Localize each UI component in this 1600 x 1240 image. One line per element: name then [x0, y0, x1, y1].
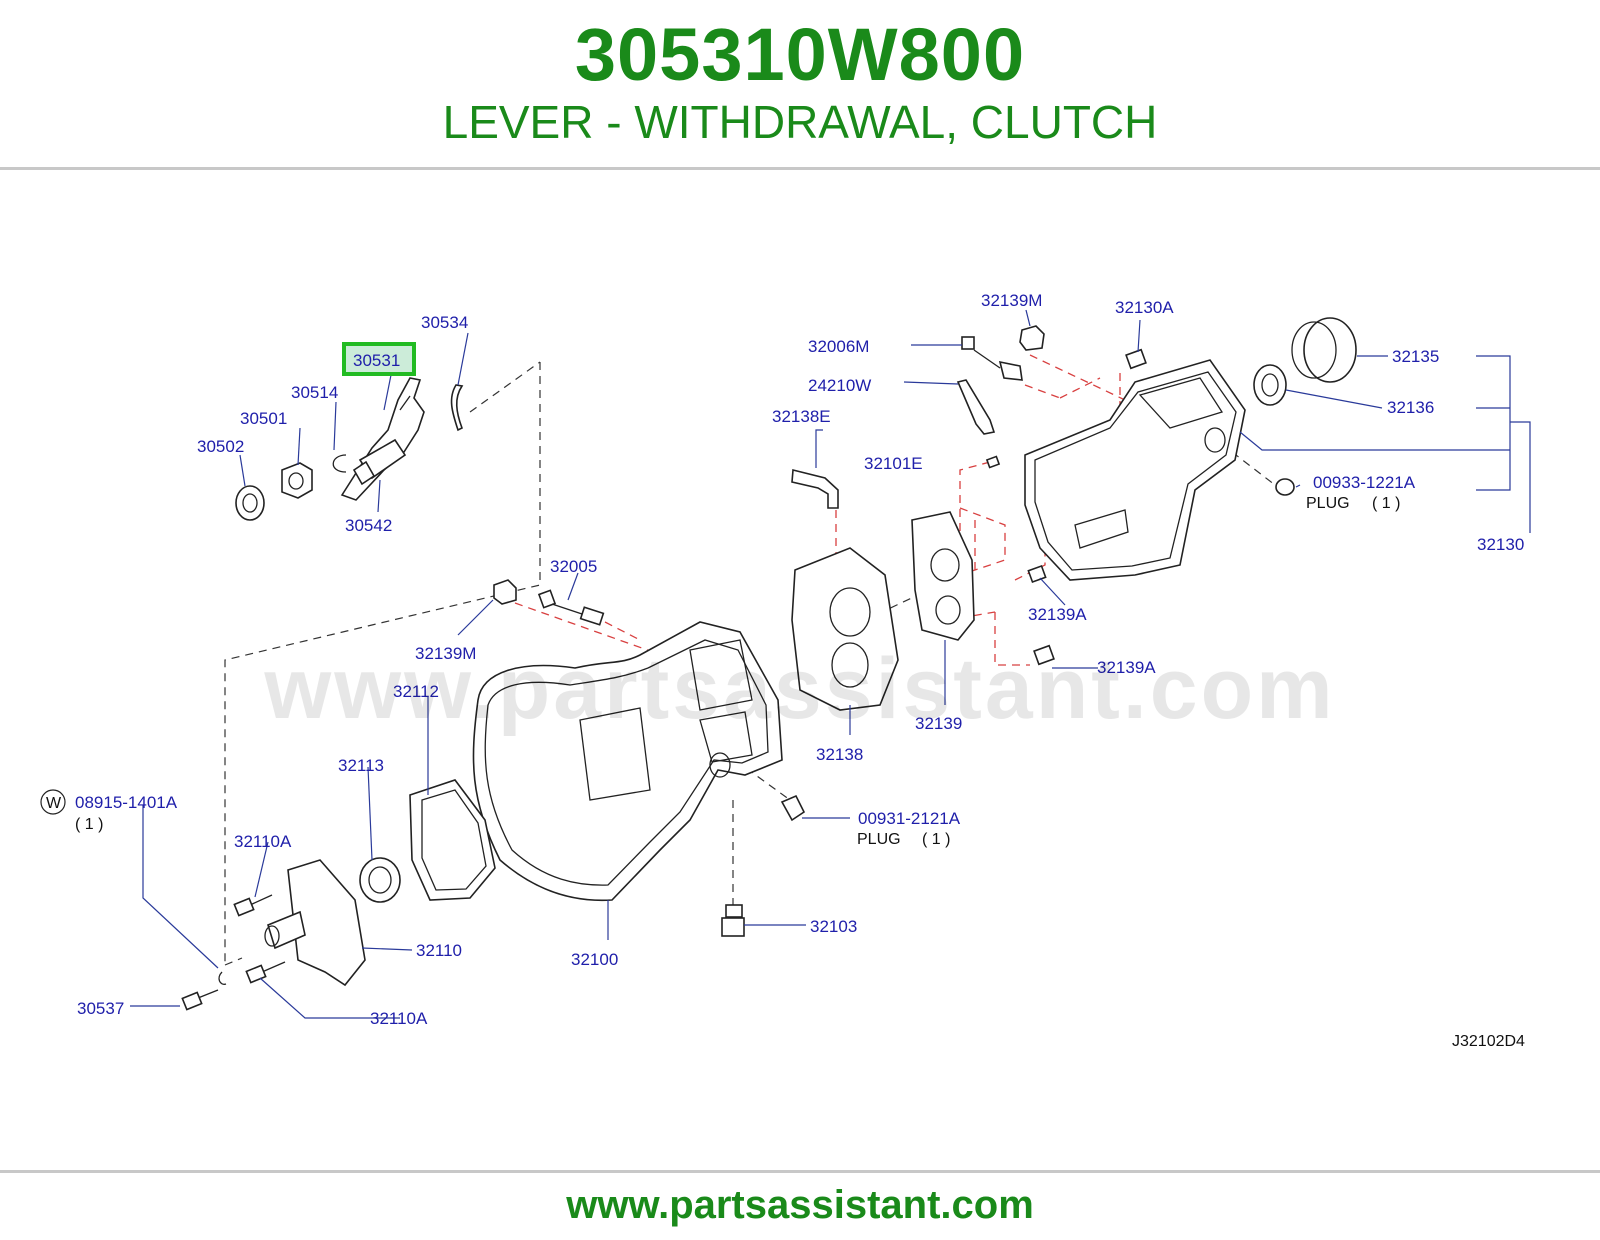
bearing-sleeve-30542: [352, 438, 407, 486]
label-00931-qty: ( 1 ): [922, 831, 950, 848]
label-30542[interactable]: 30542: [345, 516, 392, 535]
label-32136[interactable]: 32136: [1387, 398, 1434, 417]
label-08915-1401a[interactable]: 08915-1401A: [75, 793, 178, 812]
label-00931-plug: PLUG: [857, 831, 901, 848]
label-32110a-upper[interactable]: 32110A: [234, 832, 292, 851]
label-30531-selected[interactable]: 30531: [353, 351, 400, 370]
label-32139a-upper[interactable]: 32139A: [1028, 605, 1087, 624]
washer-08915: [218, 971, 227, 985]
bolt-32110a-upper: [233, 894, 273, 917]
diagram-code: J32102D4: [1452, 1033, 1525, 1050]
label-30537[interactable]: 30537: [77, 999, 124, 1018]
label-30514[interactable]: 30514: [291, 383, 338, 402]
oil-seal-32136: [1253, 364, 1287, 406]
label-32103[interactable]: 32103: [810, 917, 857, 936]
withdrawal-lever-30531: [340, 377, 425, 501]
bearing-retainer-32139: [911, 511, 975, 641]
assembly-guides: [224, 361, 1276, 966]
clip-30514: [332, 454, 347, 473]
bolt-32139a-lower: [1033, 644, 1055, 666]
label-32006m[interactable]: 32006M: [808, 337, 869, 356]
bolt-32130a: [1125, 348, 1147, 370]
label-00933-1221a[interactable]: 00933-1221A: [1313, 473, 1416, 492]
label-30502[interactable]: 30502: [197, 437, 244, 456]
label-32130[interactable]: 32130: [1477, 535, 1524, 554]
header-divider: [0, 167, 1600, 170]
label-32113[interactable]: 32113: [338, 756, 384, 775]
label-32135[interactable]: 32135: [1392, 347, 1439, 366]
transmission-case-32100: [472, 621, 783, 902]
bolt-30537: [181, 989, 219, 1011]
label-32139[interactable]: 32139: [915, 714, 962, 733]
label-32112[interactable]: 32112: [393, 682, 439, 701]
part-name-subtitle: LEVER - WITHDRAWAL, CLUTCH: [442, 96, 1158, 148]
breather-32138e: [791, 468, 839, 509]
label-32100[interactable]: 32100: [571, 950, 618, 969]
sensor-32005: [537, 589, 605, 626]
label-32138e[interactable]: 32138E: [772, 407, 831, 426]
leader-lines: [130, 309, 1531, 1019]
bolt-32110a-lower: [245, 961, 286, 984]
label-32005[interactable]: 32005: [550, 557, 597, 576]
label-00931-2121a[interactable]: 00931-2121A: [858, 809, 961, 828]
label-08915-qty: ( 1 ): [75, 816, 103, 833]
label-30501[interactable]: 30501: [240, 409, 287, 428]
bushing-32135: [1291, 317, 1357, 383]
label-32139m-lower[interactable]: 32139M: [415, 644, 476, 663]
washer-symbol-circle: [40, 789, 66, 815]
part-labels: 30534 30531 30514 30501 30502 30542 3200…: [40, 291, 1525, 1050]
label-32138[interactable]: 32138: [816, 745, 863, 764]
label-30534[interactable]: 30534: [421, 313, 468, 332]
adapter-plate-32138: [791, 547, 899, 711]
plug-32139m-upper: [1019, 325, 1045, 351]
washer-symbol-letter: W: [46, 795, 62, 812]
label-32139a-lower[interactable]: 32139A: [1097, 658, 1156, 677]
plug-32139m-lower: [493, 579, 517, 605]
plug-00933: [1275, 478, 1295, 496]
selected-part-highlight: [342, 342, 416, 376]
label-32101e[interactable]: 32101E: [864, 454, 923, 473]
label-32139m-upper[interactable]: 32139M: [981, 291, 1042, 310]
sensor-32006m: [961, 336, 1023, 381]
footer-divider: [0, 1170, 1600, 1173]
label-00933-plug: PLUG: [1306, 495, 1350, 512]
part-number-title: 305310W800: [574, 13, 1026, 96]
label-32130a[interactable]: 32130A: [1115, 298, 1174, 317]
bearing-30502: [235, 485, 265, 521]
front-cover-32110: [264, 859, 366, 987]
cable-tie-24210w: [956, 379, 996, 435]
gasket-32112: [409, 779, 496, 901]
label-24210w[interactable]: 24210W: [808, 376, 871, 395]
plug-32103: [721, 904, 745, 937]
pivot-30501: [281, 462, 313, 499]
bolt-32139a-upper: [1027, 564, 1047, 584]
footer-url-link[interactable]: www.partsassistant.com: [566, 1183, 1034, 1227]
header: 305310W800 LEVER - WITHDRAWAL, CLUTCH: [0, 0, 1600, 170]
spring-30534: [450, 384, 464, 432]
plug-00931: [780, 794, 806, 822]
pin-32101e: [985, 455, 1001, 469]
label-32110a-lower[interactable]: 32110A: [370, 1009, 428, 1028]
label-32110[interactable]: 32110: [416, 941, 462, 960]
seal-32113: [359, 857, 401, 903]
extension-housing-32130: [1024, 359, 1246, 581]
label-00933-qty: ( 1 ): [1372, 495, 1400, 512]
